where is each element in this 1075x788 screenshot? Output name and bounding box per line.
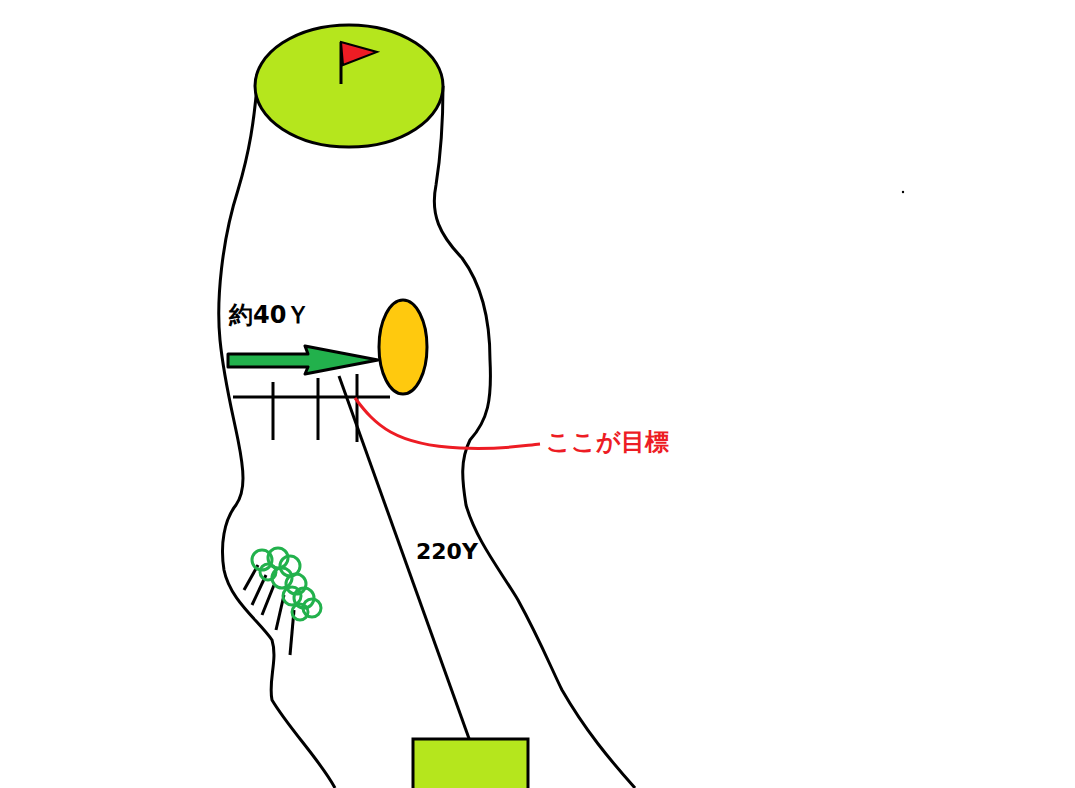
putting-green — [255, 25, 443, 147]
dot — [902, 191, 904, 193]
distance-label: 220Y — [416, 540, 478, 564]
distance-label: 約40Ｙ — [229, 302, 310, 328]
tick — [317, 378, 320, 440]
fairway-left-edge — [219, 86, 335, 788]
tree-foliage — [252, 548, 321, 620]
bunker — [379, 300, 427, 394]
distance-arrow — [228, 346, 378, 374]
tee-box — [413, 739, 528, 788]
shot-line — [339, 376, 476, 758]
target-leader — [355, 398, 540, 449]
flag — [341, 42, 377, 65]
tick — [272, 382, 275, 440]
target-label: ここが目標 — [546, 429, 669, 455]
yardage-line — [233, 396, 390, 399]
